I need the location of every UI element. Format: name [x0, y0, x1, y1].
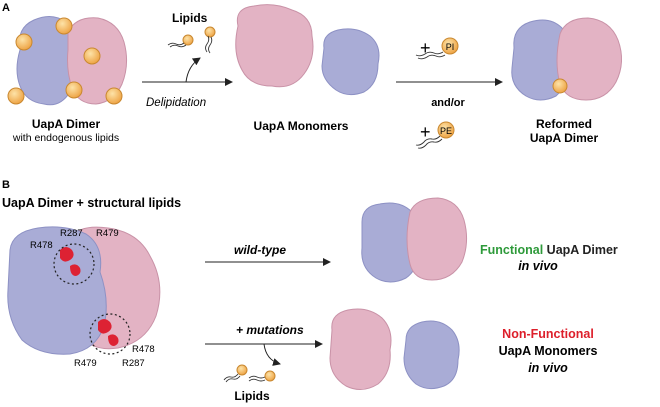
- reformed-line2: UapA Dimer: [530, 131, 599, 145]
- functional-dimer: [361, 197, 468, 283]
- panel-b-label: B: [2, 179, 10, 191]
- lipid-ball: [15, 33, 33, 51]
- wildtype-label: wild-type: [234, 243, 286, 257]
- released-lipids: [167, 26, 216, 54]
- lipid-ball: [182, 34, 194, 46]
- residue-patch: [60, 247, 74, 262]
- lipids-label-a: Lipids: [172, 11, 208, 25]
- reformed-line1: Reformed: [536, 117, 592, 131]
- highlight-circle-top: [53, 243, 95, 285]
- lipid-ball: [236, 364, 248, 376]
- lipid-ball: [83, 47, 101, 65]
- lipid-pe-headgroup: [437, 121, 455, 139]
- mutations-label: + mutations: [236, 323, 304, 337]
- lipids-label-b: Lipids: [234, 389, 270, 403]
- residue-r478-top: R478: [30, 240, 53, 251]
- nonfunctional-pink-monomer: [329, 308, 392, 390]
- functional-invivo: in vivo: [518, 259, 558, 273]
- nonfunctional-invivo: in vivo: [528, 361, 568, 375]
- andor-label: and/or: [431, 97, 465, 109]
- dimer-subtitle: with endogenous lipids: [12, 132, 119, 144]
- residue-r287-bottom: R287: [122, 358, 145, 369]
- functional-word: Functional: [480, 243, 543, 257]
- nonfunctional-line2: UapA Monomers: [499, 344, 598, 358]
- plus-sign-pi: +: [420, 38, 431, 58]
- lipid-tail: [205, 35, 213, 54]
- nonfunctional-blue-monomer: [403, 320, 460, 390]
- lipid-tail: [415, 51, 446, 60]
- functional-pink-subunit: [406, 197, 468, 281]
- plus-sign-pe: +: [420, 122, 431, 142]
- residue-patch: [108, 334, 119, 346]
- reformed-dimer: [511, 17, 622, 101]
- lipid-release-arrow: [185, 57, 201, 83]
- residue-patch: [98, 319, 112, 334]
- monomers-label: UapA Monomers: [254, 119, 349, 133]
- lipid-ball: [7, 87, 25, 105]
- functional-rest: UapA Dimer: [543, 243, 618, 257]
- lipid-pi-label: PI: [446, 42, 455, 52]
- lipid-ball: [204, 26, 216, 38]
- structural-dimer: [7, 226, 161, 355]
- structural-blue-subunit: [7, 226, 107, 355]
- residue-r287-top: R287: [60, 228, 83, 239]
- lipid-pi-headgroup: [441, 37, 459, 55]
- residue-r479-top: R479: [96, 228, 119, 239]
- residue-patch: [70, 264, 81, 276]
- highlight-circle-bottom: [89, 313, 131, 355]
- lipid-tail: [167, 42, 187, 48]
- panel-b-title: UapA Dimer + structural lipids: [2, 196, 181, 210]
- dimer-title: UapA Dimer: [32, 117, 101, 131]
- lipid-tail: [248, 375, 266, 382]
- lipid-tail: [223, 373, 241, 383]
- lipid-ball: [105, 87, 123, 105]
- residue-r478-bottom: R478: [132, 344, 155, 355]
- lipid-ball: [552, 78, 568, 94]
- residue-r479-bottom: R479: [74, 358, 97, 369]
- lipid-tail: [415, 135, 443, 149]
- nonfunctional-word: Non-Functional: [502, 327, 594, 341]
- lipid-ball: [65, 81, 83, 99]
- lipid-pe-label: PE: [440, 126, 452, 136]
- lipid-loss-arrow: [263, 343, 281, 366]
- lipid-ball: [264, 370, 276, 382]
- delipidation-label: Delipidation: [146, 97, 206, 109]
- panel-a-label: A: [2, 2, 10, 14]
- lipid-ball: [55, 17, 73, 35]
- functional-line: Functional UapA Dimer: [480, 243, 618, 257]
- monomer-blue: [321, 28, 380, 96]
- lost-lipids: [223, 364, 276, 383]
- uapa-dimer-with-lipids: [7, 16, 128, 106]
- monomer-pink: [235, 4, 314, 88]
